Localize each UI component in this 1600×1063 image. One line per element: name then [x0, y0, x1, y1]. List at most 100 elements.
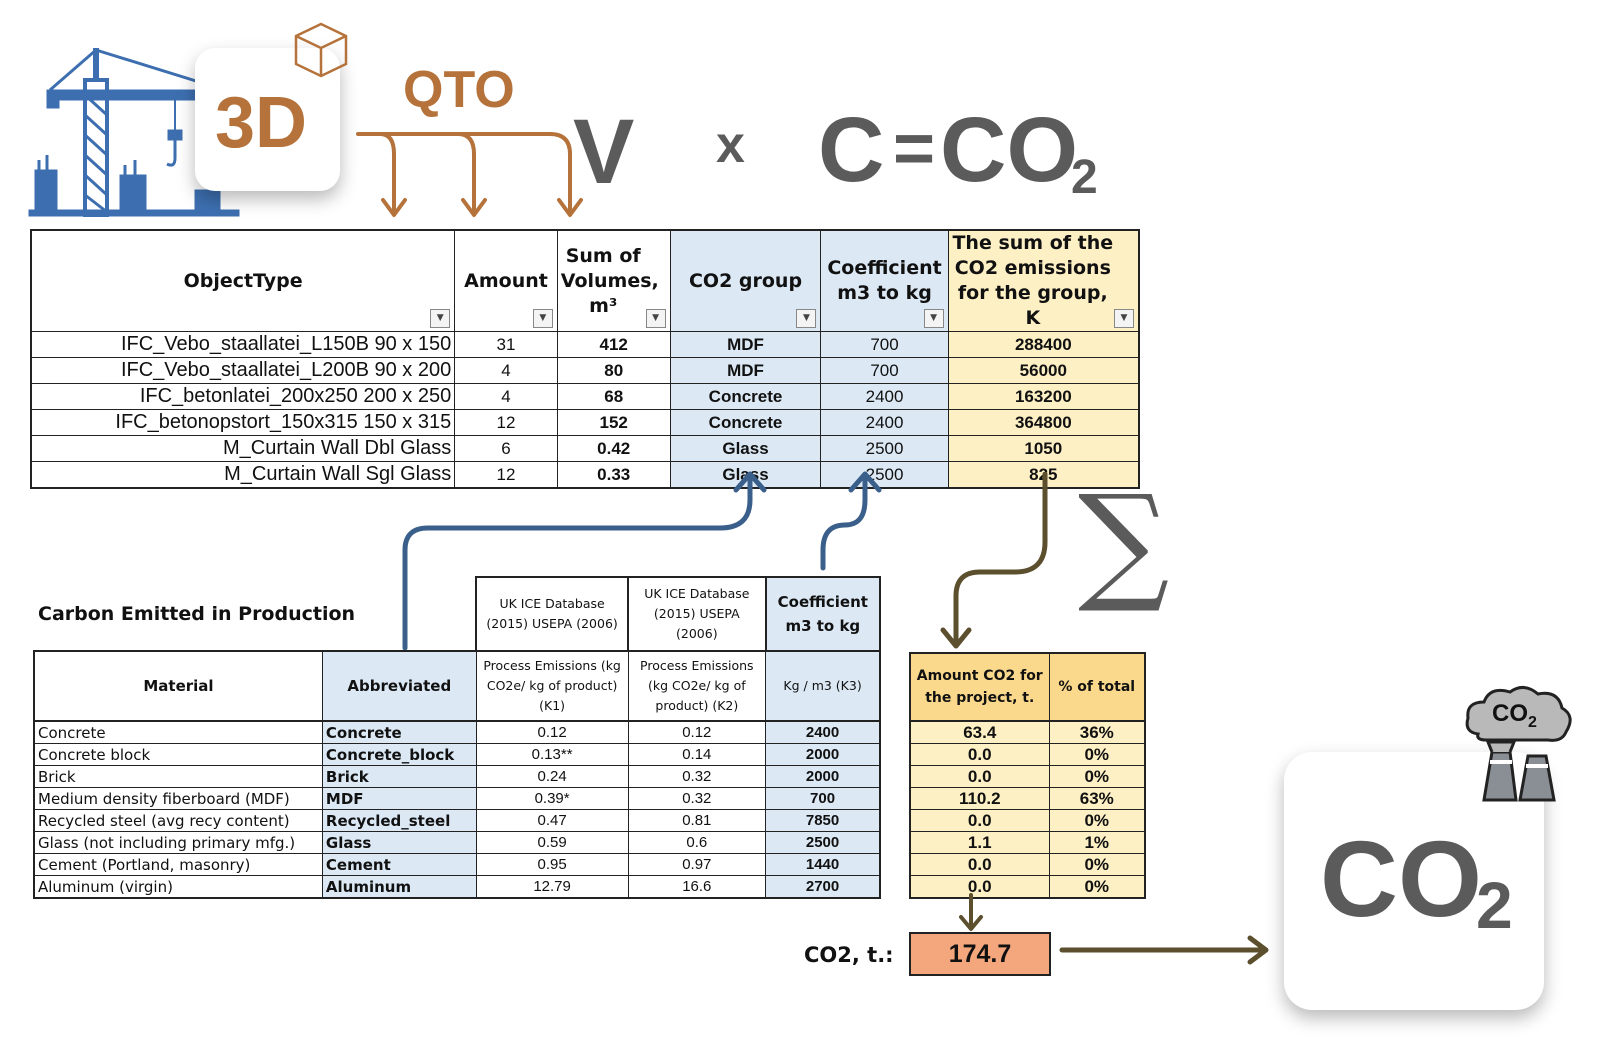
cell-sum[interactable]: 163200	[947, 383, 1140, 410]
cell-object[interactable]: IFC_Vebo_staallatei_L200B 90 x 200	[30, 357, 456, 384]
cell-group[interactable]: Glass	[669, 435, 822, 462]
cell-k2[interactable]: 16.6	[627, 875, 767, 899]
cell-object[interactable]: M_Curtain Wall Sgl Glass	[30, 461, 456, 489]
cell-coef[interactable]: 2400	[820, 383, 949, 410]
cell-percent[interactable]: 0%	[1048, 853, 1146, 876]
cell-percent[interactable]: 0%	[1048, 875, 1146, 899]
cell-k1[interactable]: 0.47	[475, 809, 629, 832]
cell-k2[interactable]: 0.32	[627, 765, 767, 788]
cell-percent[interactable]: 0%	[1048, 743, 1146, 766]
cell-amount[interactable]: 31	[454, 331, 558, 358]
cell-volume[interactable]: 0.33	[556, 461, 671, 489]
cell-amount-co2[interactable]: 1.1	[909, 831, 1050, 854]
cell-group[interactable]: MDF	[669, 357, 822, 384]
cell-coef[interactable]: 2500	[820, 461, 949, 489]
cell-material[interactable]: Cement (Portland, masonry)	[32, 853, 323, 876]
cell-volume[interactable]: 152	[556, 409, 671, 436]
cell-k1[interactable]: 0.24	[475, 765, 629, 788]
cell-material[interactable]: Concrete	[32, 720, 323, 744]
cell-percent[interactable]: 63%	[1048, 787, 1146, 810]
cell-sum[interactable]: 56000	[947, 357, 1140, 384]
cell-amount-co2[interactable]: 63.4	[909, 720, 1050, 744]
cell-coef[interactable]: 2500	[820, 435, 949, 462]
cell-abbreviated[interactable]: Glass	[321, 831, 477, 854]
cell-percent[interactable]: 0%	[1048, 765, 1146, 788]
cell-volume[interactable]: 80	[556, 357, 671, 384]
cell-k2[interactable]: 0.32	[627, 787, 767, 810]
cell-sum[interactable]: 364800	[947, 409, 1140, 436]
cell-amount[interactable]: 12	[454, 409, 558, 436]
cell-k2[interactable]: 0.14	[627, 743, 767, 766]
cell-amount-co2[interactable]: 110.2	[909, 787, 1050, 810]
cell-amount[interactable]: 12	[454, 461, 558, 489]
cell-k2[interactable]: 0.12	[627, 720, 767, 744]
cell-group[interactable]: Concrete	[669, 409, 822, 436]
cell-group[interactable]: MDF	[669, 331, 822, 358]
cell-material[interactable]: Aluminum (virgin)	[32, 875, 323, 899]
cell-amount[interactable]: 6	[454, 435, 558, 462]
filter-dropdown-icon[interactable]: ▼	[796, 309, 817, 328]
cell-amount-co2[interactable]: 0.0	[909, 765, 1050, 788]
cell-group[interactable]: Concrete	[669, 383, 822, 410]
cell-object[interactable]: M_Curtain Wall Dbl Glass	[30, 435, 456, 462]
cell-k2[interactable]: 0.97	[627, 853, 767, 876]
cell-abbreviated[interactable]: MDF	[321, 787, 477, 810]
cell-material[interactable]: Recycled steel (avg recy content)	[32, 809, 323, 832]
filter-dropdown-icon[interactable]: ▼	[645, 309, 666, 328]
filter-dropdown-icon[interactable]: ▼	[532, 309, 553, 328]
cell-amount[interactable]: 4	[454, 383, 558, 410]
cell-k3[interactable]: 2500	[765, 831, 882, 854]
cell-k3[interactable]: 7850	[765, 809, 882, 832]
cell-volume[interactable]: 68	[556, 383, 671, 410]
cell-k1[interactable]: 12.79	[475, 875, 629, 899]
cell-k3[interactable]: 2400	[765, 720, 882, 744]
cell-percent[interactable]: 0%	[1048, 809, 1146, 832]
cell-group[interactable]: Glass	[669, 461, 822, 489]
total-value[interactable]: 174.7	[909, 932, 1051, 976]
cell-k3[interactable]: 1440	[765, 853, 882, 876]
cell-coef[interactable]: 2400	[820, 409, 949, 436]
cell-material[interactable]: Concrete block	[32, 743, 323, 766]
cell-k1[interactable]: 0.39*	[475, 787, 629, 810]
cell-sum[interactable]: 288400	[947, 331, 1140, 358]
cell-amount-co2[interactable]: 0.0	[909, 809, 1050, 832]
cell-abbreviated[interactable]: Concrete	[321, 720, 477, 744]
cell-material[interactable]: Medium density fiberboard (MDF)	[32, 787, 323, 810]
cell-material[interactable]: Glass (not including primary mfg.)	[32, 831, 323, 854]
cell-object[interactable]: IFC_betonopstort_150x315 150 x 315	[30, 409, 456, 436]
cell-k1[interactable]: 0.95	[475, 853, 629, 876]
cell-volume[interactable]: 412	[556, 331, 671, 358]
cell-k3[interactable]: 2000	[765, 765, 882, 788]
cell-k3[interactable]: 700	[765, 787, 882, 810]
cell-k1[interactable]: 0.13**	[475, 743, 629, 766]
cell-amount-co2[interactable]: 0.0	[909, 875, 1050, 899]
cell-k2[interactable]: 0.6	[627, 831, 767, 854]
cell-amount-co2[interactable]: 0.0	[909, 853, 1050, 876]
cell-k3[interactable]: 2000	[765, 743, 882, 766]
cell-amount-co2[interactable]: 0.0	[909, 743, 1050, 766]
cell-object[interactable]: IFC_Vebo_staallatei_L150B 90 x 150	[30, 331, 456, 358]
cell-abbreviated[interactable]: Brick	[321, 765, 477, 788]
cell-abbreviated[interactable]: Cement	[321, 853, 477, 876]
cell-sum[interactable]: 1050	[947, 435, 1140, 462]
cell-coef[interactable]: 700	[820, 357, 949, 384]
cell-abbreviated[interactable]: Aluminum	[321, 875, 477, 899]
cell-coef[interactable]: 700	[820, 331, 949, 358]
filter-dropdown-icon[interactable]: ▼	[430, 309, 451, 328]
filter-dropdown-icon[interactable]: ▼	[1114, 309, 1134, 328]
cell-k3[interactable]: 2700	[765, 875, 882, 899]
table-row: IFC_betonopstort_150x315 150 x 315 12 15…	[30, 409, 1140, 436]
cell-k1[interactable]: 0.59	[475, 831, 629, 854]
cell-volume[interactable]: 0.42	[556, 435, 671, 462]
cell-k1[interactable]: 0.12	[475, 720, 629, 744]
cell-k2[interactable]: 0.81	[627, 809, 767, 832]
cell-percent[interactable]: 1%	[1048, 831, 1146, 854]
cell-object[interactable]: IFC_betonlatei_200x250 200 x 250	[30, 383, 456, 410]
cell-material[interactable]: Brick	[32, 765, 323, 788]
table-row: Concrete Concrete 0.12 0.12 2400	[32, 720, 882, 744]
cell-abbreviated[interactable]: Recycled_steel	[321, 809, 477, 832]
cell-amount[interactable]: 4	[454, 357, 558, 384]
cell-percent[interactable]: 36%	[1048, 720, 1146, 744]
filter-dropdown-icon[interactable]: ▼	[923, 309, 944, 328]
cell-abbreviated[interactable]: Concrete_block	[321, 743, 477, 766]
